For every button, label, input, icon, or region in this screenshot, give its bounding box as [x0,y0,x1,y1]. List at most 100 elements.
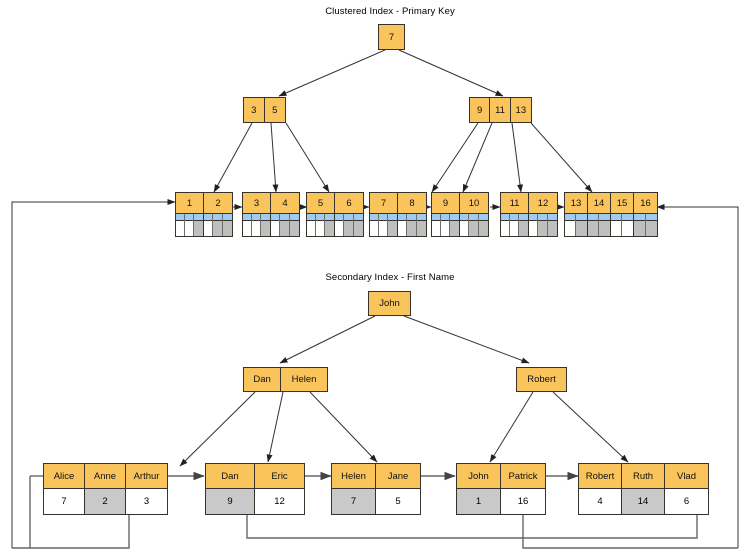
key-cell[interactable]: 3 [244,98,265,122]
record-column [316,214,326,236]
record-column-body [519,221,528,236]
record-column [432,214,442,236]
record-column-header [565,214,576,221]
primary-key-cell[interactable]: 4 [579,489,622,514]
record-column-header [501,214,510,221]
key-cell[interactable]: 9 [432,193,460,214]
primary-key-cell[interactable]: 12 [255,489,304,514]
record-column-body [176,221,185,236]
key-cell[interactable]: 12 [529,193,557,214]
record-column-header [261,214,270,221]
name-cell[interactable]: Ruth [622,464,665,489]
key-cell[interactable]: 5 [307,193,335,214]
key-cell[interactable]: 3 [243,193,271,214]
record-slot [501,214,529,236]
clustered-root-node[interactable]: 7 [378,24,405,50]
key-cell[interactable]: 7 [370,193,398,214]
key-cell[interactable]: 10 [460,193,488,214]
name-cell[interactable]: Dan [206,464,255,489]
primary-key-cell[interactable]: 2 [85,489,126,514]
record-column-header [335,214,344,221]
name-cell[interactable]: Patrick [501,464,545,489]
record-column [576,214,587,236]
name-cell[interactable]: John [457,464,501,489]
record-column-body [510,221,519,236]
record-column [645,214,657,236]
record-slot [432,214,460,236]
record-column [194,214,203,236]
key-cell[interactable]: John [369,292,410,315]
key-cell[interactable]: 13 [565,193,588,214]
key-cell[interactable]: 8 [398,193,426,214]
key-cell[interactable]: 13 [510,98,531,122]
name-cell[interactable]: Robert [579,464,622,489]
name-cell[interactable]: Helen [332,464,376,489]
clustered-internal-node-right[interactable]: 9 11 13 [469,97,532,123]
name-cell[interactable]: Jane [376,464,420,489]
name-cell[interactable]: Anne [85,464,126,489]
record-column-body [599,221,610,236]
record-column [547,214,557,236]
name-cell[interactable]: Eric [255,464,304,489]
key-cell[interactable]: 11 [490,98,511,122]
record-column-body [252,221,261,236]
record-column [335,214,345,236]
key-cell[interactable]: Robert [517,368,566,391]
key-cell[interactable]: 7 [379,25,404,49]
record-slot [243,214,271,236]
record-column-body [222,221,232,236]
record-column-header [325,214,334,221]
key-cell[interactable]: Dan [244,368,282,391]
name-cell[interactable]: Vlad [665,464,708,489]
key-cell[interactable]: Helen [281,368,327,391]
record-column [353,214,363,236]
record-column-body [407,221,416,236]
key-cell[interactable]: 5 [264,98,285,122]
clustered-internal-node-left[interactable]: 3 5 [243,97,286,123]
primary-key-cell[interactable]: 6 [665,489,708,514]
primary-key-cell[interactable]: 1 [457,489,501,514]
key-cell[interactable]: 6 [335,193,363,214]
primary-key-cell[interactable]: 9 [206,489,255,514]
primary-key-cell[interactable]: 16 [501,489,545,514]
secondary-internal-node-left[interactable]: Dan Helen [243,367,328,392]
primary-key-cell[interactable]: 7 [332,489,376,514]
record-column-body [344,221,353,236]
secondary-internal-node-right[interactable]: Robert [516,367,567,392]
name-cell[interactable]: Alice [44,464,85,489]
record-column-body [469,221,478,236]
primary-key-cell[interactable]: 7 [44,489,85,514]
key-cell[interactable]: 9 [470,98,491,122]
primary-key-cell[interactable]: 14 [622,489,665,514]
primary-key-cell[interactable]: 5 [376,489,420,514]
record-column-header [370,214,379,221]
key-cell[interactable]: 15 [611,193,634,214]
key-cell[interactable]: 1 [176,193,204,214]
record-column-header [398,214,407,221]
secondary-root-node[interactable]: John [368,291,411,316]
key-cell[interactable]: 2 [204,193,232,214]
record-column [599,214,610,236]
key-cell[interactable]: 11 [501,193,529,214]
key-cell[interactable]: 4 [271,193,299,214]
primary-key-cell[interactable]: 3 [126,489,167,514]
key-cell[interactable]: 14 [588,193,611,214]
record-column-header [344,214,353,221]
record-column [450,214,459,236]
name-cell[interactable]: Arthur [126,464,167,489]
record-column [501,214,511,236]
key-cell[interactable]: 16 [634,193,657,214]
